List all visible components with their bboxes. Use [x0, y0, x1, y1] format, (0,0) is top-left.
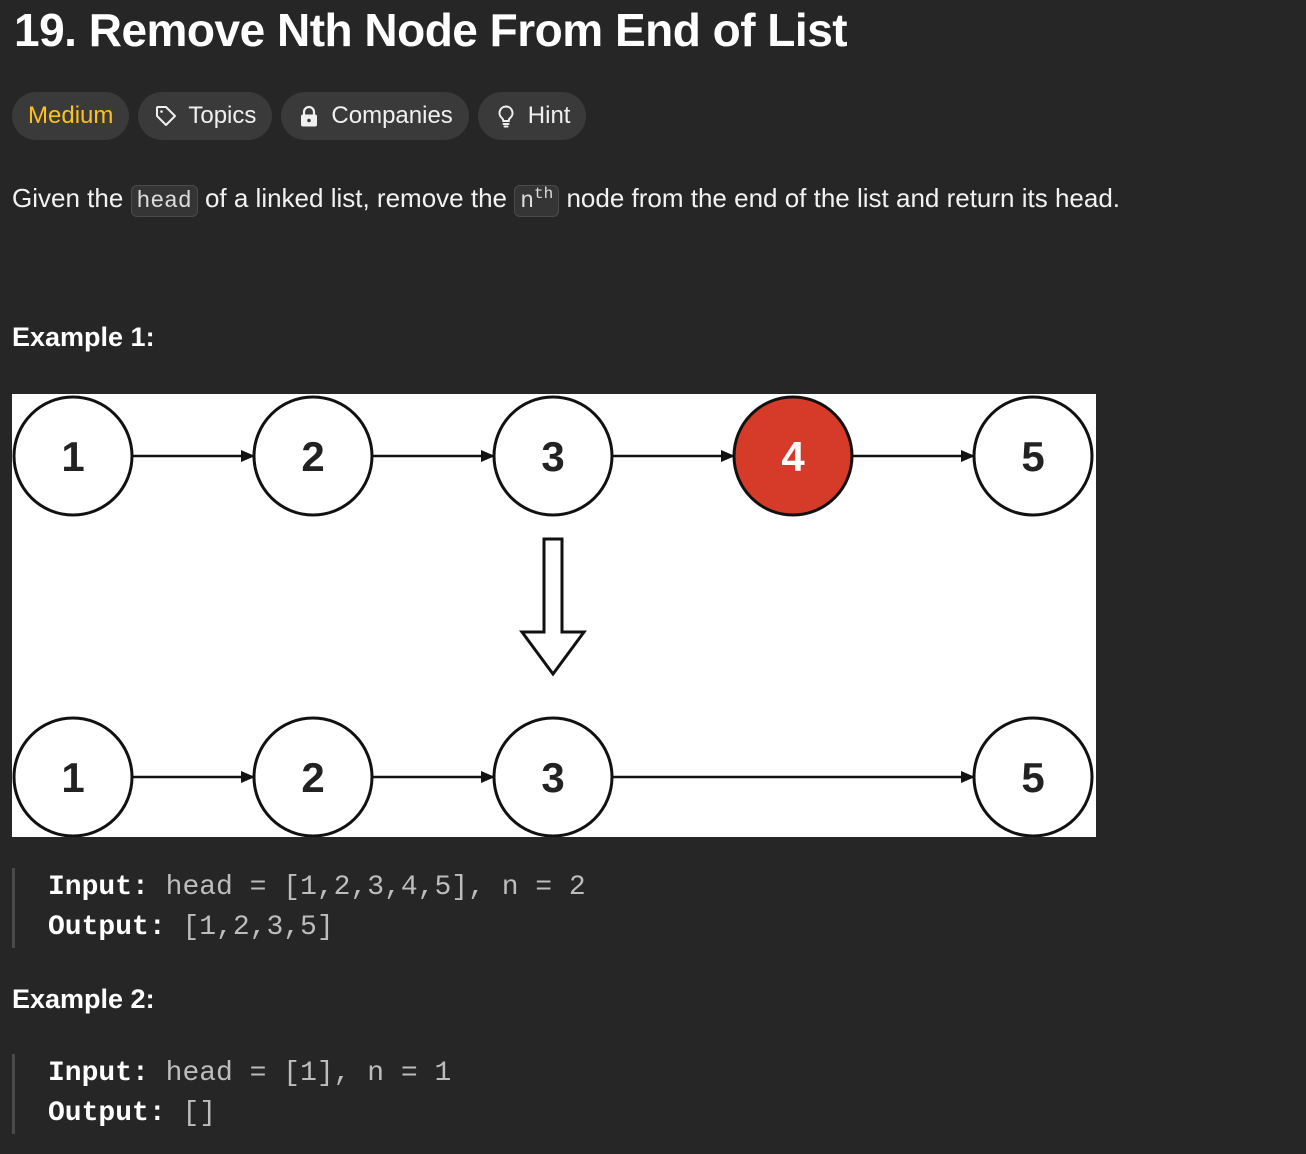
node-circle — [732, 395, 854, 517]
node-circle — [972, 395, 1094, 517]
node-circle — [492, 716, 614, 838]
example-1-heading: Example 1: — [12, 322, 155, 352]
node-circle — [252, 716, 374, 838]
bottom-node-0: 1 — [12, 716, 134, 838]
node-circle — [492, 395, 614, 517]
node-circle — [12, 716, 134, 838]
node-label: 5 — [1021, 754, 1044, 801]
top-node-2: 3 — [492, 395, 614, 517]
bottom-node-2: 3 — [492, 716, 614, 838]
hint-label: Hint — [527, 102, 571, 129]
node-label: 3 — [541, 754, 564, 801]
code-n: n — [520, 188, 535, 214]
bottom-node-1: 2 — [252, 716, 374, 838]
tag-bar: Medium Topics Companies Hint — [12, 92, 587, 140]
output-value: [1,2,3,5] — [182, 912, 334, 943]
input-value: head = [1], n = 1 — [165, 1058, 452, 1089]
node-label: 1 — [61, 433, 84, 480]
input-label: Input: — [48, 1058, 149, 1089]
code-head: head — [130, 185, 198, 217]
output-value: [] — [182, 1098, 217, 1129]
node-label: 1 — [61, 754, 84, 801]
code-nth: nth — [514, 185, 560, 217]
node-label: 4 — [781, 433, 805, 480]
node-label: 5 — [1021, 433, 1044, 480]
desc-text-3: node from the end of the list and return… — [559, 183, 1121, 213]
topics-label: Topics — [188, 102, 257, 129]
example-1-io: Input: head = [1,2,3,4,5], n = 2 Output:… — [12, 868, 586, 948]
difficulty-badge: Medium — [12, 92, 130, 140]
top-node-3: 4 — [732, 395, 854, 517]
transform-down-arrow — [519, 537, 587, 677]
example-2-heading: Example 2: — [12, 984, 155, 1014]
linked-list-diagram: 1 2 3 4 5 1 2 3 5 — [12, 395, 1094, 838]
example-2-input: Input: head = [1], n = 1 — [48, 1054, 451, 1094]
input-value: head = [1,2,3,4,5], n = 2 — [165, 872, 586, 903]
node-label: 3 — [541, 433, 564, 480]
node-circle — [252, 395, 374, 517]
top-node-0: 1 — [12, 395, 134, 517]
problem-description: Given the head of a linked list, remove … — [12, 172, 1120, 223]
node-label: 2 — [301, 433, 324, 480]
lock-icon — [297, 104, 321, 128]
top-node-4: 5 — [972, 395, 1094, 517]
node-label: 2 — [301, 754, 324, 801]
example-2-io: Input: head = [1], n = 1 Output: [] — [12, 1054, 451, 1134]
node-circle — [972, 716, 1094, 838]
example-1-input: Input: head = [1,2,3,4,5], n = 2 — [48, 868, 586, 908]
companies-button[interactable]: Companies — [281, 92, 469, 140]
code-n-sup: th — [534, 185, 554, 203]
example-1-diagram: 1 2 3 4 5 1 2 3 5 — [12, 394, 1096, 838]
output-label: Output: — [48, 912, 166, 943]
top-node-1: 2 — [252, 395, 374, 517]
example-1-output: Output: [1,2,3,5] — [48, 908, 586, 948]
original-list: 1 2 3 4 5 — [12, 395, 1094, 517]
example-2-output: Output: [] — [48, 1094, 451, 1134]
topics-button[interactable]: Topics — [138, 92, 273, 140]
problem-title: 19. Remove Nth Node From End of List — [14, 4, 848, 56]
result-list: 1 2 3 5 — [12, 716, 1094, 838]
desc-text-2: of a linked list, remove the — [197, 183, 515, 213]
node-circle — [12, 395, 134, 517]
lightbulb-icon — [494, 104, 518, 128]
tag-icon — [154, 104, 178, 128]
hint-button[interactable]: Hint — [477, 92, 587, 140]
desc-text-1: Given the — [12, 183, 131, 213]
input-label: Input: — [48, 872, 149, 903]
output-label: Output: — [48, 1098, 166, 1129]
companies-label: Companies — [331, 102, 453, 129]
bottom-node-3: 5 — [972, 716, 1094, 838]
